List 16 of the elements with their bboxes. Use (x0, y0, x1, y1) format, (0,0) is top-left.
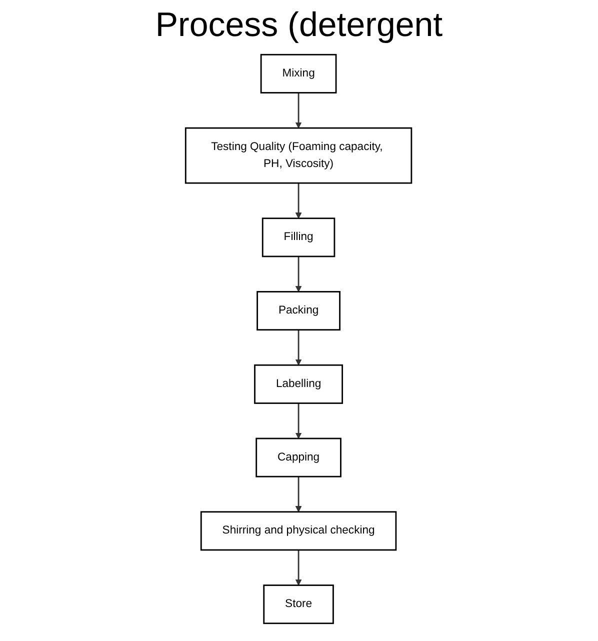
node-box: Shirring and physical checking (200, 511, 398, 551)
node-box: Store (264, 584, 334, 624)
node-box: Filling (262, 218, 336, 258)
arrow (296, 256, 302, 292)
arrow (296, 403, 302, 439)
node-box: Labelling (254, 364, 344, 404)
node-box: Capping (256, 438, 342, 478)
node-box: Packing (257, 291, 341, 331)
arrow (296, 550, 302, 586)
arrow (296, 330, 302, 366)
arrow (296, 476, 302, 512)
arrow (296, 183, 302, 219)
arrow (296, 92, 302, 128)
node-box: Testing Quality (Foaming capacity, PH, Viscosity) (185, 127, 413, 184)
node-box: Mixing (260, 54, 338, 94)
title: Process (detergent (154, 6, 444, 45)
